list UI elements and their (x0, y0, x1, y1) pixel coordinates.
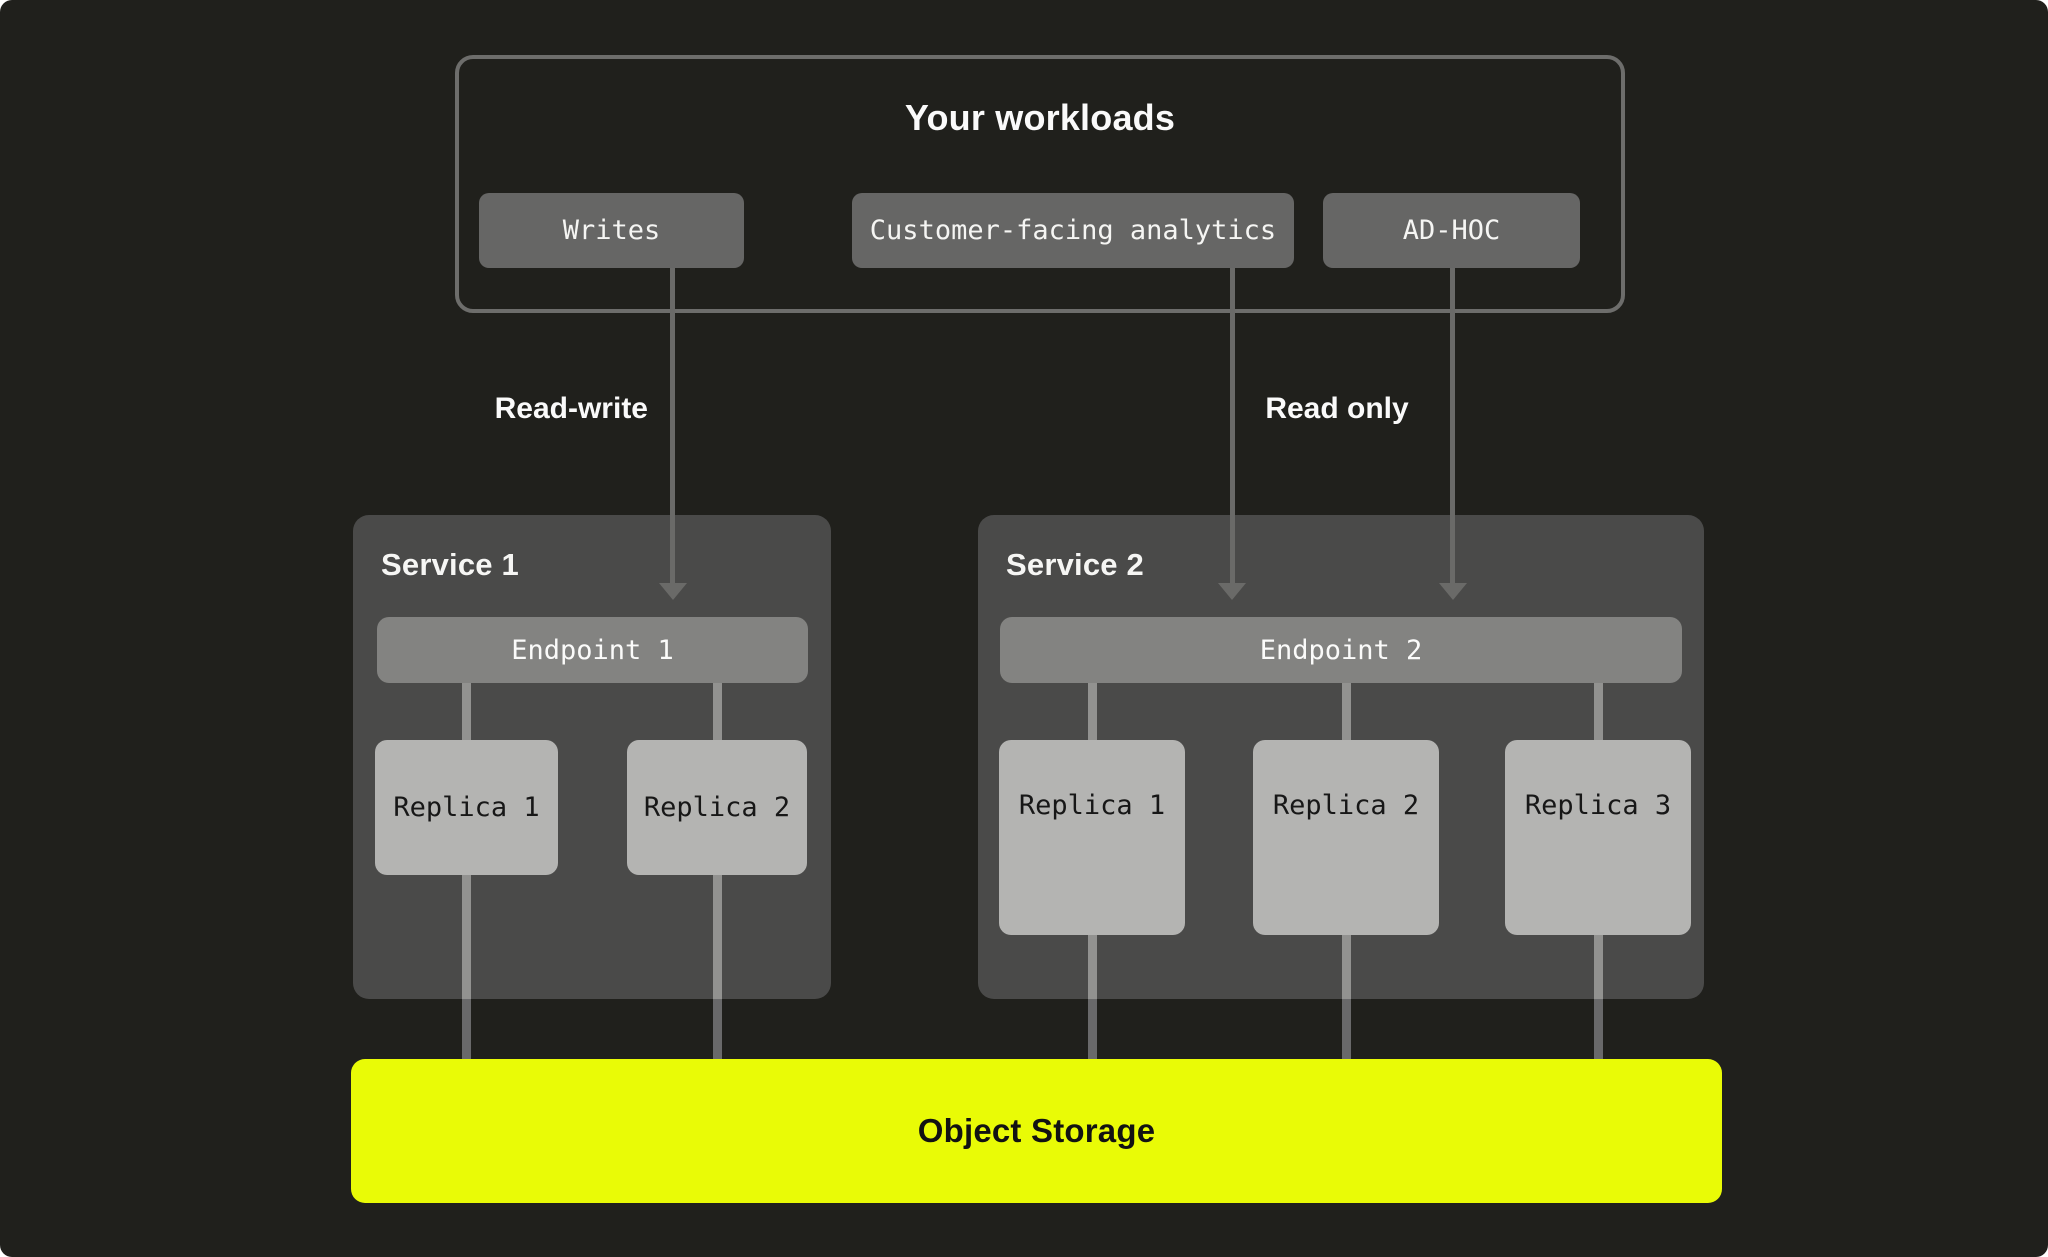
endpoint-1-bar: Endpoint 1 (377, 617, 808, 683)
service-1-title: Service 1 (381, 547, 519, 582)
arrow-down-icon (659, 583, 687, 600)
line-replica3-storage (1088, 999, 1097, 1059)
workload-writes-chip: Writes (479, 193, 744, 268)
arrow-down-icon (1439, 583, 1467, 600)
service-2-title: Service 2 (1006, 547, 1144, 582)
read-write-label: Read-write (494, 392, 648, 425)
endpoint-2-bar: Endpoint 2 (1000, 617, 1682, 683)
edge-adhoc-to-endpoint2 (1450, 268, 1455, 584)
arrow-down-icon (1218, 583, 1246, 600)
service2-replica-2: Replica 2 (1253, 740, 1439, 935)
edge-writes-to-endpoint1 (670, 268, 675, 584)
line-replica2-storage (713, 999, 722, 1059)
service1-replica-2: Replica 2 (627, 740, 807, 875)
line-replica5-storage (1594, 999, 1603, 1059)
line-replica4-storage (1342, 999, 1351, 1059)
object-storage-bar: Object Storage (351, 1059, 1722, 1203)
workload-adhoc-chip: AD-HOC (1323, 193, 1580, 268)
workloads-panel: Your workloads (455, 55, 1625, 313)
workloads-title: Your workloads (904, 97, 1176, 138)
service2-replica-1: Replica 1 (999, 740, 1185, 935)
read-only-label: Read only (1265, 392, 1409, 425)
service2-replica-3: Replica 3 (1505, 740, 1691, 935)
service1-replica-1: Replica 1 (375, 740, 558, 875)
workload-analytics-chip: Customer-facing analytics (852, 193, 1294, 268)
edge-analytics-to-endpoint2 (1230, 268, 1235, 584)
line-replica1-storage (462, 999, 471, 1059)
